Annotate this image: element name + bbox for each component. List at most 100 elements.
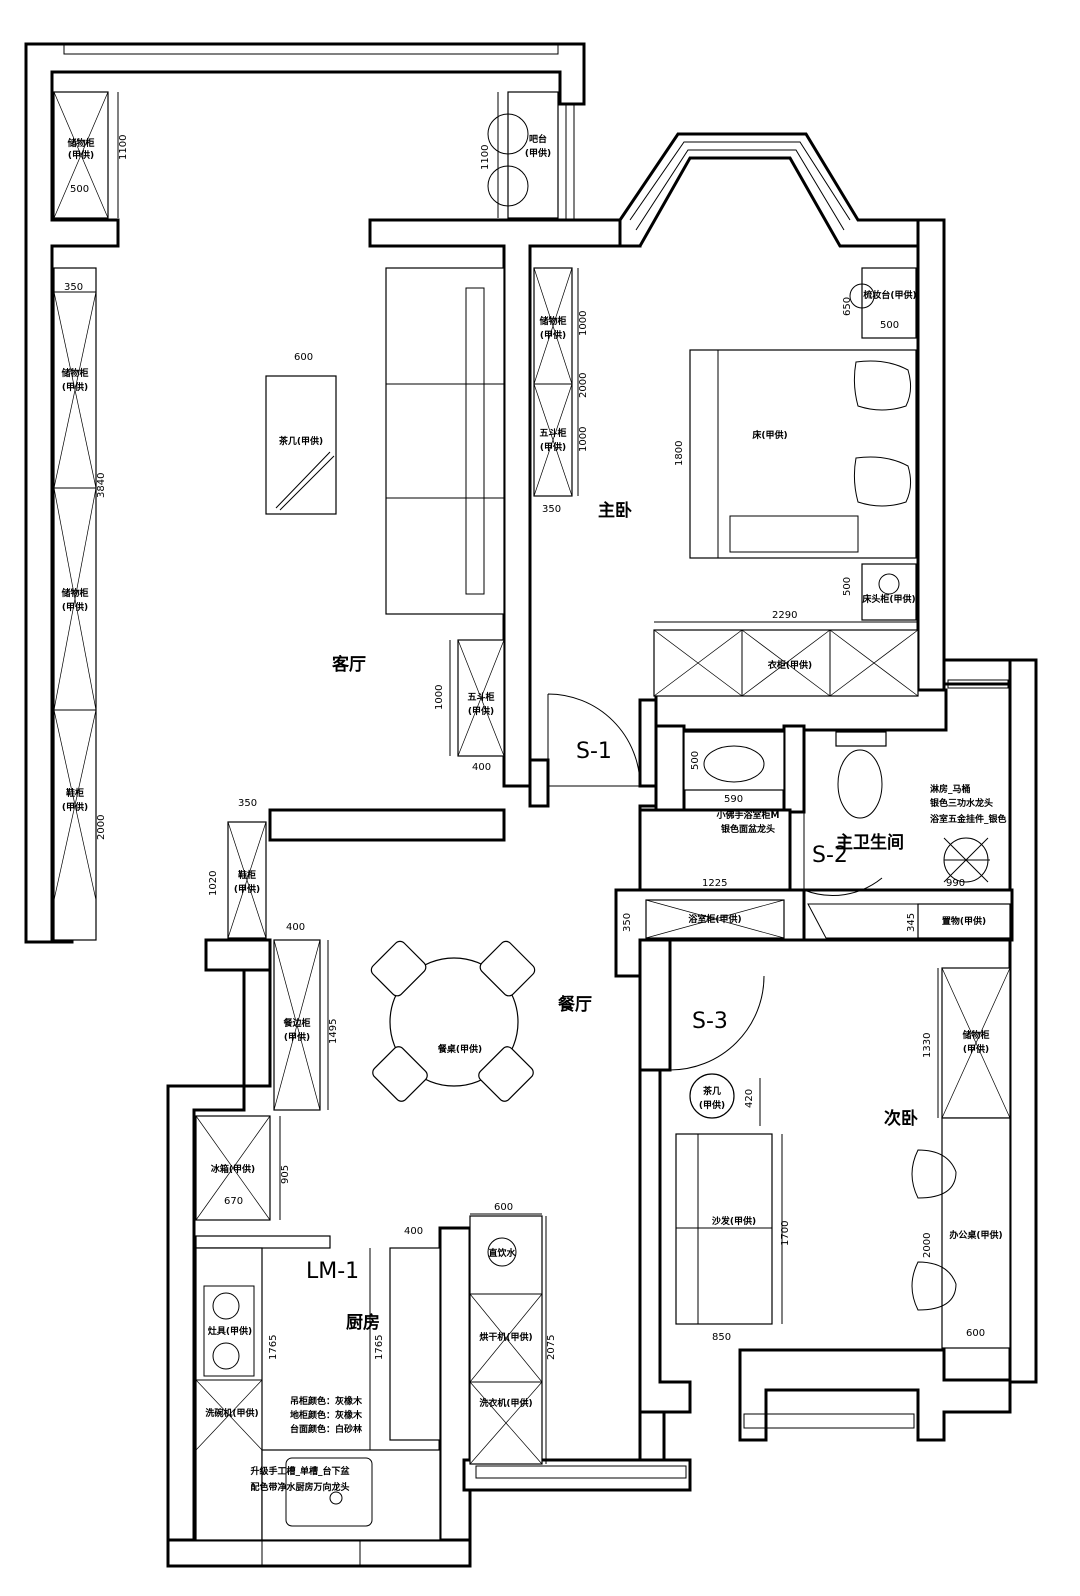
- label: 餐边柜: [282, 1017, 310, 1029]
- dim: 2000: [922, 1233, 933, 1258]
- label: 办公桌(甲供): [949, 1229, 1002, 1241]
- room-label-master-bedroom: 主卧: [598, 500, 632, 521]
- label: 沙发(甲供): [712, 1215, 756, 1227]
- label: (甲供): [540, 329, 566, 341]
- label: (甲供): [540, 441, 566, 453]
- dim: 1000: [578, 311, 589, 336]
- tv-cabinet-left: 储物柜 (甲供) 储物柜 (甲供) 鞋柜 (甲供): [53, 267, 97, 941]
- dim: 2290: [772, 610, 797, 621]
- sofa-living: [385, 267, 505, 615]
- label: 吧台: [529, 133, 547, 145]
- dim: 1330: [922, 1033, 933, 1058]
- dim: 420: [744, 1089, 755, 1108]
- dim: 350: [542, 504, 561, 515]
- cabinet-decor-top: 储物柜 (甲供): [53, 91, 109, 219]
- room-label-second-bedroom: 次卧: [884, 1108, 918, 1129]
- label: 茶几(甲供): [278, 435, 323, 447]
- dim: 350: [238, 798, 257, 809]
- dim: 400: [472, 762, 491, 773]
- wardrobe: 衣柜(甲供): [653, 629, 919, 697]
- label: (甲供): [234, 883, 260, 895]
- dim: 600: [966, 1328, 985, 1339]
- label: 储物柜: [61, 367, 88, 379]
- label: 茶几: [702, 1085, 721, 1097]
- label: (甲供): [468, 705, 494, 717]
- dim: 670: [224, 1196, 243, 1207]
- label: 衣柜(甲供): [768, 659, 812, 671]
- room-label-dining: 餐厅: [558, 994, 592, 1015]
- label: (甲供): [62, 381, 88, 393]
- label: 储物柜: [539, 315, 566, 327]
- dim: 500: [842, 577, 853, 596]
- door-label-lm1: LM-1: [306, 1259, 359, 1284]
- dim: 1800: [674, 441, 685, 466]
- dim: 350: [64, 282, 83, 293]
- dresser: 梳妆台(甲供): [849, 267, 917, 339]
- label: 床(甲供): [752, 429, 787, 441]
- dimension-lines: [95, 92, 939, 1464]
- label: 五斗柜: [539, 427, 566, 439]
- dim: 905: [280, 1165, 291, 1184]
- label: 床头柜(甲供): [862, 593, 915, 605]
- dim: 2000: [96, 815, 107, 840]
- label: 冰箱(甲供): [211, 1163, 255, 1175]
- label: (甲供): [62, 801, 88, 813]
- label: 直饮水: [488, 1247, 516, 1259]
- label: 浴室柜(甲供): [688, 913, 741, 925]
- dim: 1000: [434, 685, 445, 710]
- label: 餐桌(甲供): [437, 1043, 482, 1055]
- nightstand: 床头柜(甲供): [861, 563, 917, 621]
- fridge: 冰箱(甲供): [195, 1115, 271, 1221]
- room-label-kitchen: 厨房: [346, 1312, 380, 1333]
- dim: 990: [946, 878, 965, 889]
- label: (甲供): [68, 149, 94, 161]
- dim: 345: [906, 913, 917, 932]
- label: 洗碗机(甲供): [205, 1407, 258, 1419]
- note: 银色三功水龙头: [930, 797, 993, 809]
- dim: 1100: [480, 145, 491, 170]
- dim: 1225: [702, 878, 727, 889]
- door-label-s1: S-1: [576, 739, 612, 764]
- dim: 2000: [578, 373, 589, 398]
- note: 台面颜色：白砂林: [290, 1423, 363, 1435]
- label: (甲供): [525, 147, 551, 159]
- bar-counter: 吧台 (甲供): [487, 91, 559, 219]
- note: 配色带净水厨房万向龙头: [250, 1481, 349, 1493]
- note: 吊柜颜色：灰橡木: [290, 1395, 363, 1407]
- coffee-table: 茶几(甲供): [265, 375, 337, 515]
- dim: 350: [622, 913, 633, 932]
- dim: 600: [294, 352, 313, 363]
- label: 鞋柜: [238, 869, 256, 881]
- bedroom-cabinets: 储物柜 (甲供) 五斗柜 (甲供): [533, 267, 573, 497]
- dim: 1765: [268, 1335, 279, 1360]
- dim: 500: [690, 751, 701, 770]
- note: 升级手工槽_单槽_台下盆: [250, 1465, 350, 1477]
- label: (甲供): [963, 1043, 989, 1055]
- door-label-s2: S-2: [812, 843, 848, 868]
- dim: 1495: [328, 1019, 339, 1044]
- dim: 1020: [208, 871, 219, 896]
- label: 五斗柜: [467, 691, 494, 703]
- dim: 850: [712, 1332, 731, 1343]
- dim: 590: [724, 794, 743, 805]
- label: 鞋柜: [66, 787, 84, 799]
- dim: 600: [494, 1202, 513, 1213]
- living-chest: 五斗柜 (甲供): [457, 639, 505, 757]
- kitchen-fixtures: 灶具(甲供) 洗碗机(甲供) 升级手工槽_单槽_台下盆 配色带净水厨房万向龙头 …: [195, 1215, 543, 1541]
- room-labels: 客厅 主卧 餐厅 主卫生间 次卧 厨房: [331, 500, 918, 1333]
- note: 银色面盆龙头: [721, 823, 775, 835]
- label: 梳妆台(甲供): [862, 289, 916, 301]
- room-label-living: 客厅: [331, 654, 366, 675]
- label: 灶具(甲供): [208, 1325, 252, 1337]
- dim: 500: [880, 320, 899, 331]
- dim: 3840: [96, 473, 107, 498]
- shoe-cabinet-2: 鞋柜 (甲供): [227, 821, 267, 939]
- second-bedroom-furniture: 茶几 (甲供) 沙发(甲供) 储物柜 (甲供) 办公桌(甲供): [675, 967, 1011, 1349]
- note: 地柜颜色：灰橡木: [290, 1409, 363, 1421]
- label: (甲供): [284, 1031, 310, 1043]
- dimension-labels: 1100 500 1100 350 3840 2000 600 1000 400…: [64, 135, 985, 1360]
- label: 储物柜: [61, 587, 88, 599]
- label: 烘干机(甲供): [479, 1331, 532, 1343]
- bathroom-fixtures: 小佛手浴室柜M 银色面盆龙头 淋房_马桶 银色三功水龙头 浴室五金挂件_银色 浴…: [645, 731, 1011, 939]
